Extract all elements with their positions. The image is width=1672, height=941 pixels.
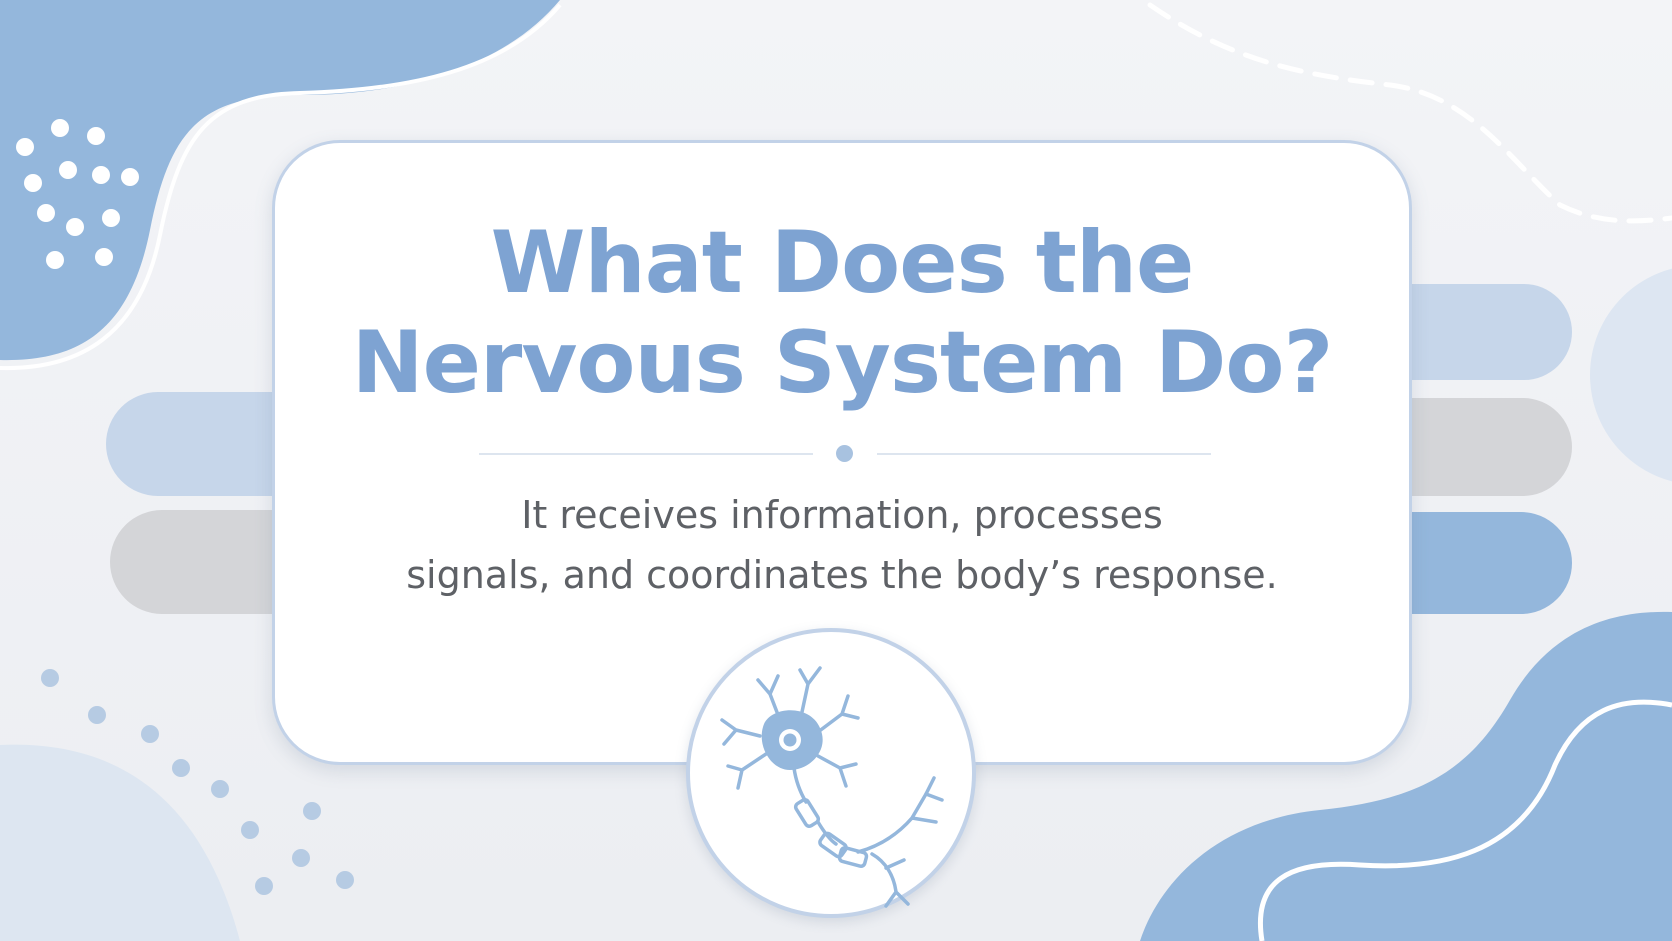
title-divider [479, 445, 1211, 463]
right-pale-circle [1590, 268, 1672, 482]
top-left-blob-outline [0, 3, 562, 371]
slide-subtitle: It receives information, processes signa… [315, 485, 1369, 605]
slide-subtitle-line-1: It receives information, processes [521, 493, 1163, 537]
divider-line-left [479, 453, 813, 455]
top-left-blob [0, 0, 560, 361]
divider-line-right [877, 453, 1211, 455]
bottom-right-blob-outline [1258, 699, 1672, 941]
slide-subtitle-line-2: signals, and coordinates the body’s resp… [406, 553, 1278, 597]
dot-trail-bottom-left [41, 669, 354, 895]
dot-cluster-top-left [16, 119, 139, 269]
slide-title: What Does the Nervous System Do? [275, 213, 1409, 413]
slide-title-line-2: Nervous System Do? [351, 313, 1334, 413]
dashed-arc-top-right [1147, 2, 1672, 224]
neuron-icon [720, 666, 944, 908]
neuron-badge [686, 628, 976, 918]
bottom-left-pale-shape [0, 744, 240, 941]
slide-title-line-1: What Does the [490, 213, 1195, 313]
bottom-right-blob [1140, 611, 1672, 941]
divider-dot [836, 445, 853, 462]
